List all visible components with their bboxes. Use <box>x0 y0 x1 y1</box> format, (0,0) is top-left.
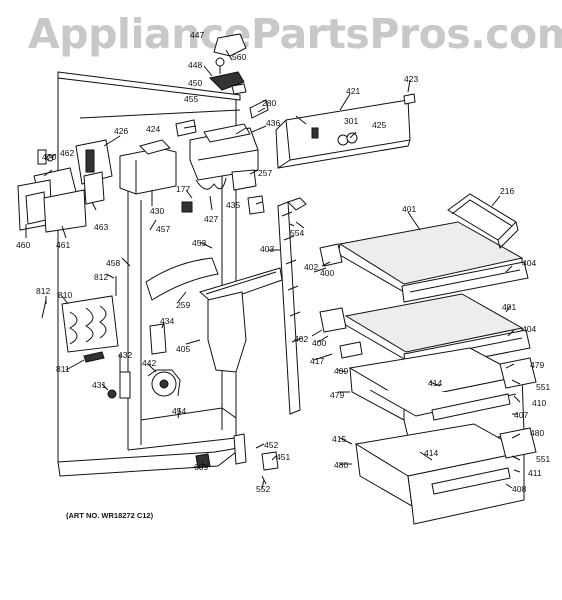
control-housing <box>275 93 416 169</box>
part-label: 407 <box>514 410 528 420</box>
part-label: 560 <box>232 52 246 62</box>
part-label: 400 <box>320 268 334 278</box>
part-label: 442 <box>142 358 156 368</box>
part-label: 400 <box>312 338 326 348</box>
part-label: 434 <box>160 316 174 326</box>
part-label: 551 <box>536 382 550 392</box>
part-label: 401 <box>402 204 416 214</box>
part-label: 426 <box>114 126 128 136</box>
part-label: 554 <box>290 228 304 238</box>
part-label: 404 <box>522 258 536 268</box>
art-number: (ART NO. WR18272 C12) <box>66 511 154 520</box>
part-label: 448 <box>188 60 202 70</box>
part-label: 409 <box>334 366 348 376</box>
part-number-labels: 447 448 450 560 455 280 421 423 436 424 … <box>16 30 550 520</box>
upper-glass-shelf <box>319 221 529 303</box>
part-label: 411 <box>528 468 542 478</box>
heater-assembly <box>41 276 119 363</box>
lower-crisper-drawer <box>354 423 537 525</box>
part-label: 403 <box>260 244 274 254</box>
part-label: 461 <box>56 240 70 250</box>
rail-bracket <box>119 139 177 195</box>
part-label: 458 <box>106 258 120 268</box>
part-label: 425 <box>372 120 386 130</box>
part-label: 417 <box>310 356 324 366</box>
part-label: 402 <box>304 262 318 272</box>
top-hinge-assembly <box>208 33 247 95</box>
part-label: 460 <box>16 240 30 250</box>
part-label: 480 <box>530 428 544 438</box>
part-label: 423 <box>404 74 418 84</box>
fan-damper-parts <box>107 323 181 399</box>
upper-crisper-drawer <box>339 341 537 455</box>
part-label: 401 <box>502 302 516 312</box>
part-label: 405 <box>176 344 190 354</box>
bottom-hardware <box>195 221 305 485</box>
part-label: 430 <box>150 206 164 216</box>
part-label: 259 <box>176 300 190 310</box>
part-label: 404 <box>522 324 536 334</box>
part-label: 431 <box>92 380 106 390</box>
part-label: 454 <box>172 406 186 416</box>
part-label: 427 <box>204 214 218 224</box>
light-housing <box>175 99 269 215</box>
part-label: 301 <box>344 116 358 126</box>
part-label: 455 <box>184 94 198 104</box>
part-label: 479 <box>530 360 544 370</box>
part-label: 479 <box>330 390 344 400</box>
shelf-rails <box>277 197 307 415</box>
part-label: 462 <box>60 148 74 158</box>
part-label: 463 <box>94 222 108 232</box>
watermark: AppliancePartsPros.com <box>28 10 562 58</box>
part-label: 451 <box>276 452 290 462</box>
part-label: 432 <box>118 350 132 360</box>
leader-lines <box>25 49 521 489</box>
part-label: 410 <box>532 398 546 408</box>
part-label: 402 <box>294 334 308 344</box>
part-label: 480 <box>334 460 348 470</box>
part-label: 450 <box>188 78 202 88</box>
part-label: 452 <box>264 440 278 450</box>
part-label: 435 <box>226 200 240 210</box>
part-label: 280 <box>262 98 276 108</box>
part-label: 609 <box>194 462 208 472</box>
part-label: 812 <box>94 272 108 282</box>
part-label: 415 <box>332 434 346 444</box>
part-label: 414 <box>424 448 438 458</box>
part-label: 436 <box>266 118 280 128</box>
part-label: 810 <box>58 290 72 300</box>
air-duct <box>145 257 283 373</box>
part-label: 453 <box>192 238 206 248</box>
part-label: 421 <box>346 86 360 96</box>
part-label: 414 <box>428 378 442 388</box>
part-label: 257 <box>258 168 272 178</box>
part-label: 812 <box>36 286 50 296</box>
part-label: 424 <box>146 124 160 134</box>
deli-bin <box>447 193 519 249</box>
part-label: 552 <box>256 484 270 494</box>
part-label: 470 <box>42 152 56 162</box>
part-label: 408 <box>512 484 526 494</box>
part-label: 447 <box>190 30 204 40</box>
part-label: 551 <box>536 454 550 464</box>
part-label: 177 <box>176 184 190 194</box>
dispenser-housings <box>17 139 113 233</box>
part-label: 457 <box>156 224 170 234</box>
part-label: 216 <box>500 186 514 196</box>
part-label: 811 <box>56 364 70 374</box>
